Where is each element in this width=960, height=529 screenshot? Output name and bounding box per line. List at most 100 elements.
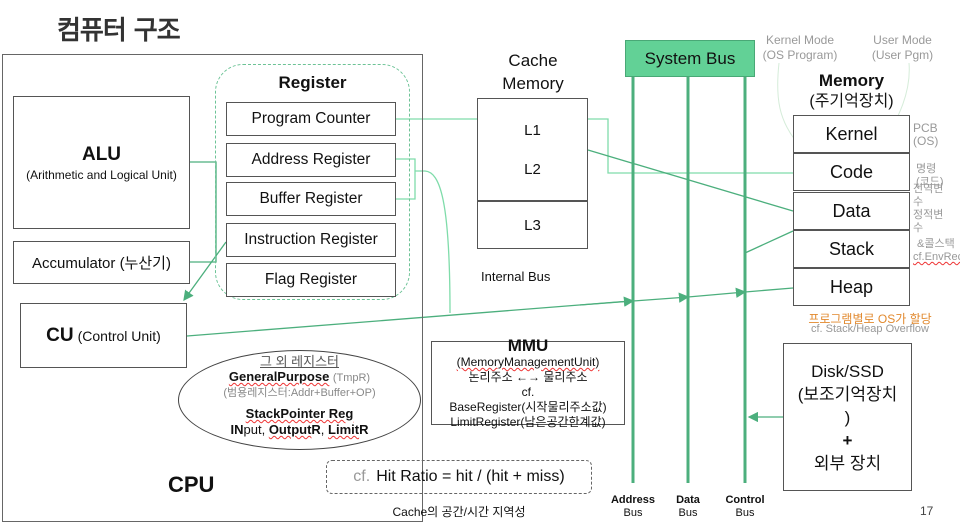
control-bus-sub: Bus	[735, 507, 755, 519]
disk-line5: 외부 장치	[813, 453, 882, 473]
mmu-text: MMU (MemoryManagementUnit) 논리주소 ←→ 물리주소 …	[431, 336, 625, 430]
cu-desc: (Control Unit)	[77, 327, 161, 344]
mmu-line-cf: cf.	[521, 385, 535, 399]
note-data-line2: 수	[913, 196, 924, 208]
alu-name: ALU	[81, 143, 122, 165]
register-program-counter: Program Counter	[226, 102, 396, 136]
cache-title: Cache Memory	[478, 49, 588, 95]
cache-title-line1: Cache	[508, 51, 558, 70]
data-bus-sub: Bus	[678, 507, 698, 519]
page-title: 컴퓨터 구조	[57, 16, 181, 46]
cache-l2: L2	[524, 161, 541, 178]
register-buffer: Buffer Register	[226, 182, 396, 216]
io-sep: ,	[320, 422, 329, 437]
address-bus-name: Address	[610, 494, 656, 506]
cpu-label: CPU	[168, 472, 215, 497]
cache-locality-caption: Cache의 공간/시간 지역성	[392, 505, 526, 519]
other-registers-ellipse	[178, 350, 421, 450]
note-kernel-line2: (OS)	[913, 134, 939, 148]
disk-line3: )	[844, 407, 851, 427]
cache-title-line2: Memory	[502, 74, 564, 93]
cu-box: CU (Control Unit)	[20, 303, 187, 368]
memory-title: Memory (주기억장치)	[793, 71, 910, 112]
other-registers-text: 그 외 레지스터 GeneralPurpose (TmpR) (범용레지스터:A…	[178, 354, 421, 437]
cache-to-data-link	[587, 149, 794, 212]
kernel-mode-line2: (OS Program)	[762, 48, 838, 62]
register-group	[215, 64, 410, 300]
internal-bus-label: Internal Bus	[481, 269, 551, 284]
mmu-heading: MMU	[507, 336, 549, 355]
disk-plus: +	[842, 430, 853, 450]
disk-box: Disk/SSD (보조기억장치 ) + 외부 장치	[783, 343, 912, 491]
page-number: 17	[920, 504, 934, 518]
cpu-frame	[2, 54, 423, 522]
cache-divider	[477, 200, 588, 202]
pc-to-code-link	[396, 118, 793, 174]
user-mode-line2: (User Pgm)	[871, 48, 934, 62]
address-bus-sub: Bus	[623, 507, 643, 519]
cu-arrow-data	[632, 292, 690, 303]
other-registers-heading: 그 외 레지스터	[260, 354, 339, 369]
system-bus-box: System Bus	[625, 40, 755, 77]
disk-line2: (보조기억장치	[797, 384, 898, 404]
alu-reg-link	[190, 161, 217, 263]
hit-ratio-box: cf. Hit Ratio = hit / (hit + miss)	[326, 460, 592, 494]
ir-to-cu-arrow	[183, 241, 227, 302]
cu-arrow-address	[579, 296, 635, 307]
io-in-rest: put,	[243, 422, 269, 437]
note-kernel: PCB (OS)	[913, 122, 938, 148]
cu-name: CU	[46, 324, 74, 346]
cu-arrow-control	[687, 287, 747, 298]
memory-code: Code	[793, 153, 910, 191]
hit-ratio-cf: cf.	[353, 468, 371, 485]
note-data-line3: 정적변	[913, 209, 944, 221]
note-data-line1: 전역변	[913, 183, 944, 195]
alu-desc: (Arithmetic and Logical Unit)	[26, 167, 177, 182]
register-instruction: Instruction Register	[226, 223, 396, 257]
note-stack-line1: &콜스택	[917, 238, 955, 250]
note-code-line1: 명령	[916, 163, 937, 175]
control-to-heap-line	[744, 287, 794, 293]
disk-line1: Disk/SSD	[811, 361, 884, 381]
memory-subtitle: (주기억장치)	[809, 93, 894, 110]
memory-heap: Heap	[793, 268, 910, 306]
addr-to-bus-curve	[415, 170, 451, 314]
hit-ratio-formula: Hit Ratio = hit / (hit + miss)	[376, 468, 565, 485]
register-address: Address Register	[226, 143, 396, 177]
io-out-r: R	[311, 422, 321, 437]
accumulator-box: Accumulator (누산기)	[13, 241, 190, 284]
io-limit: Limit	[328, 422, 360, 437]
mmu-line-limit-register: LimitRegister(남은공간한계값)	[450, 415, 606, 429]
data-bus-name: Data	[676, 494, 700, 506]
mmu-line-address-map: 논리주소 ←→ 물리주소	[468, 370, 588, 384]
mmu-box	[431, 341, 625, 425]
cu-to-bus-line	[186, 300, 631, 337]
note-code: 명령 (코드)	[916, 163, 944, 189]
register-flag: Flag Register	[226, 263, 396, 297]
addr-buffer-bracket	[396, 158, 416, 200]
control-bus-name: Control	[725, 494, 765, 506]
note-stack-line2: cf.EnvRec	[913, 251, 960, 263]
note-data-line4: 수	[913, 222, 924, 234]
mmu-line-full-name: (MemoryManagementUnit)	[456, 355, 600, 369]
io-in-prefix: IN	[230, 422, 244, 437]
register-title: Register	[278, 73, 347, 92]
memory-stack: Stack	[793, 230, 910, 268]
io-out-prefix: Output	[268, 422, 312, 437]
cache-l1: L1	[524, 122, 541, 139]
note-code-line2: (코드)	[916, 176, 944, 188]
bus-to-stack-link	[744, 230, 794, 254]
general-purpose: GeneralPurpose	[228, 369, 330, 384]
memory-title-text: Memory	[818, 71, 885, 90]
io-limit-r: R	[359, 422, 369, 437]
cache-box	[477, 98, 588, 249]
user-mode-label: User Mode (User Pgm)	[865, 33, 940, 63]
memory-overflow-note: cf. Stack/Heap Overflow	[811, 323, 929, 335]
kernel-mode-label: Kernel Mode (OS Program)	[755, 33, 845, 63]
note-stack: &콜스택 cf.EnvRec	[913, 238, 960, 264]
note-kernel-line1: PCB	[913, 121, 938, 135]
kernel-mode-line1: Kernel Mode	[765, 33, 835, 47]
